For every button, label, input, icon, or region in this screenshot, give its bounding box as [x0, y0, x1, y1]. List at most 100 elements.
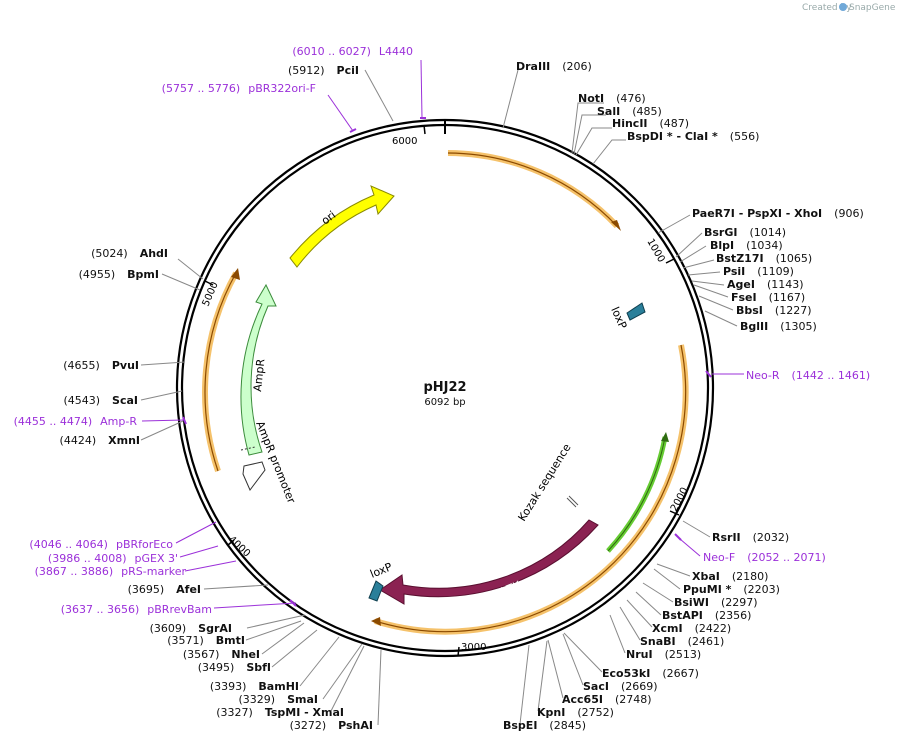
site-label: RsrII(2032)	[712, 531, 789, 544]
tick-mark	[204, 280, 214, 286]
site-label: (4424)XmnI	[60, 434, 140, 447]
site-name: KpnI	[537, 706, 565, 719]
primer-name: Neo-R	[746, 369, 780, 382]
leader-bmti	[245, 620, 302, 641]
site-label: FseI (1167)	[731, 291, 805, 304]
site-pos: (1167)	[769, 291, 806, 304]
green-orf-arrowhead	[661, 432, 669, 442]
site-label: PpuMI *(2203)	[683, 583, 780, 596]
site-pos: (1227)	[775, 304, 812, 317]
site-name: BpmI	[127, 268, 159, 281]
site-name: FseI	[731, 291, 757, 304]
primer-label: (4046 .. 4064)pBRforEco	[29, 538, 173, 551]
site-label: Acc65I(2748)	[562, 693, 652, 706]
site-pos: (3327)	[216, 706, 253, 719]
loxp-feature-1	[626, 302, 646, 321]
site-label: (4655) PvuI	[63, 359, 139, 372]
site-pos: (3567)	[183, 648, 220, 661]
site-name: BmtI	[216, 634, 245, 647]
primer-mark-neor	[705, 370, 712, 378]
site-labels: DraIII(206) NotI(476) SalI(485) HincII(4…	[60, 60, 864, 732]
site-pos: (487)	[660, 117, 690, 130]
plasmid-name: pHJ22	[423, 380, 466, 395]
primer-label: Neo-F(2052 .. 2071)	[703, 551, 826, 564]
tick-label: 2000	[669, 486, 691, 514]
site-label: (5912)PciI	[288, 64, 359, 77]
site-pos: (4655)	[63, 359, 100, 372]
tick-mark	[227, 539, 235, 546]
site-pos: (5912)	[288, 64, 325, 77]
leader-agei	[691, 280, 725, 286]
site-leader-lines	[140, 69, 738, 726]
orf-arc-1-arrowhead	[611, 220, 621, 231]
site-label: HincII(487)	[612, 117, 689, 130]
site-label: BbsI(1227)	[736, 304, 811, 317]
site-name: BsiWI	[674, 596, 709, 609]
site-pos: (1143)	[767, 278, 804, 291]
site-name: NheI	[231, 648, 260, 661]
primer-name: Amp-R	[100, 415, 137, 428]
leader-sgrai	[246, 614, 306, 629]
leader-xbai	[656, 563, 691, 577]
site-pos: (2669)	[621, 680, 658, 693]
green-orf-arc-line	[607, 436, 666, 552]
primer-range: (3637 .. 3656)	[61, 603, 140, 616]
site-name: PvuI	[112, 359, 139, 372]
site-pos: (1305)	[780, 320, 817, 333]
primer-label: Neo-R(1442 .. 1461)	[746, 369, 870, 382]
site-pos: (3695)	[128, 583, 165, 596]
site-pos: (2667)	[662, 667, 699, 680]
leader-fsei	[693, 284, 729, 298]
site-pos: (1014)	[749, 226, 786, 239]
site-pos: (906)	[834, 207, 864, 220]
leader-bsiwi	[642, 582, 674, 603]
primer-mark-pbr322ori	[349, 128, 357, 133]
site-pos: (3609)	[150, 622, 187, 635]
kozak-mark-2	[568, 495, 579, 506]
site-name: Acc65I	[562, 693, 603, 706]
primer-range: (2052 .. 2071)	[747, 551, 826, 564]
leader-bamhi	[299, 636, 340, 687]
site-label: BglII (1305)	[740, 320, 817, 333]
site-pos: (2297)	[721, 596, 758, 609]
site-name: PpuMI *	[683, 583, 732, 596]
site-label: (4955)BpmI	[79, 268, 159, 281]
site-label: (3393)BamHI	[210, 680, 299, 693]
site-name: BspEI	[503, 719, 537, 732]
site-label: XcmI(2422)	[652, 622, 731, 635]
leader-bbsi	[698, 295, 734, 311]
site-label: AgeI(1143)	[727, 278, 804, 291]
primer-name: pRS-marker	[121, 565, 186, 578]
primer-label: (5757 .. 5776)pBR322ori-F	[162, 82, 316, 95]
primer-name: pGEX 3'	[134, 552, 178, 565]
primer-leader-ampr	[141, 419, 185, 422]
site-pos: (5024)	[91, 247, 128, 260]
leader-pcii	[364, 69, 394, 122]
site-label: (3327)TspMI - XmaI	[216, 706, 344, 719]
site-label: XbaI(2180)	[692, 570, 768, 583]
site-name: NotI	[578, 92, 604, 105]
primer-leader-pbrrevbam	[213, 602, 297, 609]
leader-rsrii	[682, 520, 711, 538]
site-pos: (2180)	[732, 570, 769, 583]
leader-ppumi	[653, 568, 681, 590]
leader-xmni	[140, 420, 184, 441]
primer-leader-prs	[184, 560, 237, 572]
site-label: BstAPI(2356)	[662, 609, 751, 622]
site-label: (3695)AfeI	[128, 583, 201, 596]
site-name: BsrGI	[704, 226, 737, 239]
leader-sali	[573, 114, 606, 155]
leader-saci	[562, 633, 584, 686]
site-label: PaeR7I - PspXI - XhoI(906)	[692, 207, 864, 220]
site-label: (3329)SmaI	[239, 693, 318, 706]
tick-6000: 6000	[392, 124, 426, 147]
site-label: SalI(485)	[597, 105, 662, 118]
leader-xmai	[330, 645, 365, 712]
primer-mark-pbrrevbam	[289, 599, 297, 607]
site-name: BglII	[740, 320, 768, 333]
leader-bsrgi	[675, 232, 703, 258]
ampr-feature-arrow	[240, 283, 277, 456]
orf-arc-2-line	[374, 344, 687, 633]
snapgene-logo-icon	[839, 3, 847, 11]
primer-leader-pgex	[179, 545, 219, 558]
